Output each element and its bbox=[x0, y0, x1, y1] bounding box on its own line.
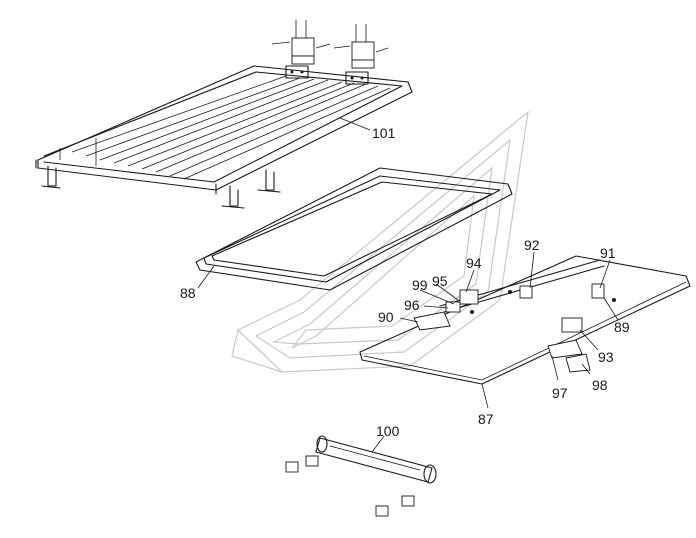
callout-88: 88 bbox=[180, 285, 196, 301]
callout-98: 98 bbox=[592, 377, 608, 393]
leader-lines bbox=[197, 117, 619, 453]
callout-92: 92 bbox=[524, 237, 540, 253]
callout-91: 91 bbox=[600, 245, 616, 261]
callout-95: 95 bbox=[432, 273, 448, 289]
watermark-logo bbox=[231, 110, 529, 373]
callout-labels: 101 88 92 91 94 99 95 96 90 89 93 97 98 … bbox=[180, 125, 630, 439]
callout-90: 90 bbox=[378, 309, 394, 325]
seal-frame bbox=[195, 167, 513, 291]
callout-94: 94 bbox=[466, 255, 482, 271]
callout-97: 97 bbox=[552, 385, 568, 401]
mechanism-parts bbox=[413, 259, 616, 373]
callout-96: 96 bbox=[404, 297, 420, 313]
roof-rack-frame bbox=[35, 65, 413, 209]
callout-87: 87 bbox=[478, 411, 494, 427]
callout-99: 99 bbox=[412, 277, 428, 293]
mounting-brackets bbox=[271, 20, 389, 69]
callout-93: 93 bbox=[598, 349, 614, 365]
roller-cylinder bbox=[285, 435, 437, 517]
callout-89: 89 bbox=[614, 319, 630, 335]
cover-panel bbox=[359, 255, 691, 385]
callout-101: 101 bbox=[372, 125, 396, 141]
callout-100: 100 bbox=[376, 423, 400, 439]
